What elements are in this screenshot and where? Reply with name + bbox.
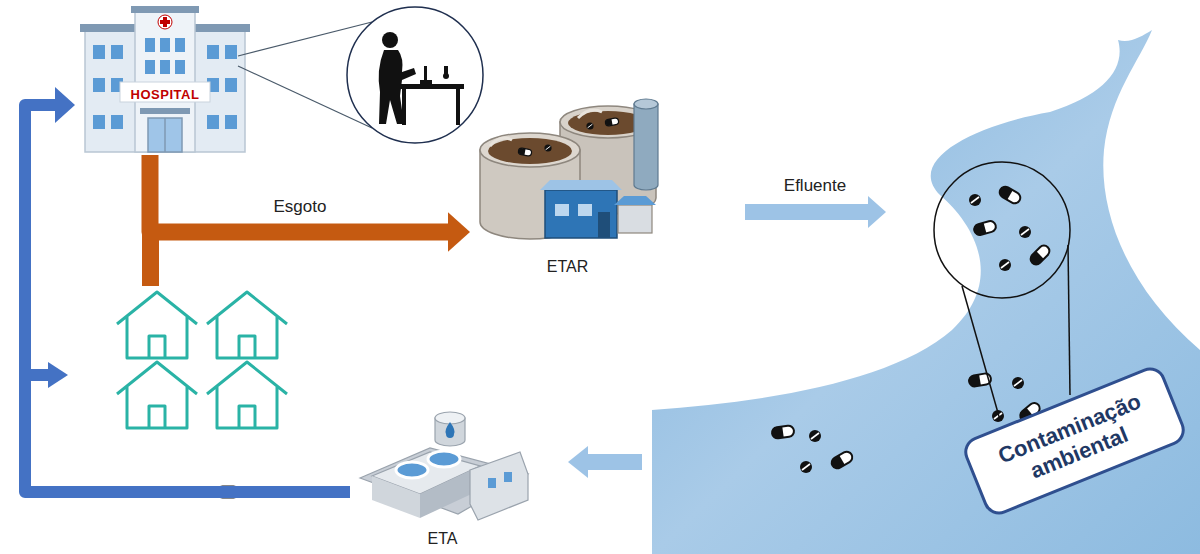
houses xyxy=(117,292,287,428)
flow-label: Efluente xyxy=(784,176,846,196)
etar-plant xyxy=(480,99,658,239)
node-text: HOSPITAL xyxy=(131,87,200,103)
hospital-building xyxy=(80,6,250,152)
water-branch xyxy=(25,362,68,388)
hospital-node: HOSPITAL xyxy=(75,5,255,155)
edge-label: Esgoto xyxy=(274,197,327,217)
eta-node: ETA xyxy=(350,405,535,554)
node-text: ETAR xyxy=(547,257,588,276)
eta-plant xyxy=(360,412,528,520)
node-text: ETA xyxy=(428,529,458,548)
river xyxy=(652,30,1200,554)
sewer-pipe xyxy=(150,155,470,252)
zoom-callout xyxy=(934,162,1070,420)
pipe-pills xyxy=(172,226,341,498)
lab-callout xyxy=(238,7,483,143)
water-pipe xyxy=(25,87,350,492)
effluent-arrow xyxy=(745,196,886,228)
etar-node: ETAR xyxy=(470,92,665,282)
intake-arrow xyxy=(568,446,642,478)
